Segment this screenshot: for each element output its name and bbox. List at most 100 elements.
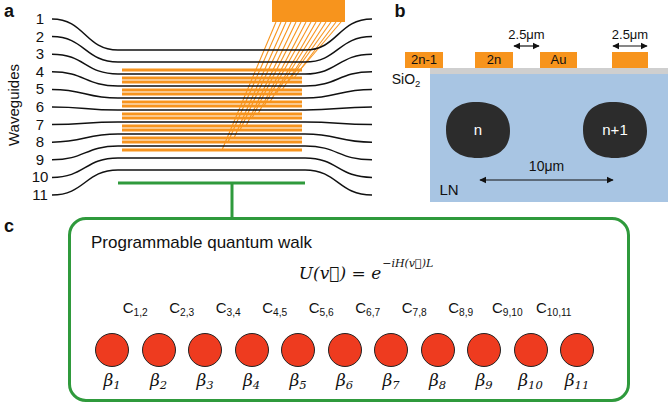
dimension-arrow	[480, 179, 613, 180]
waveguide-site: β8	[421, 333, 455, 367]
panel-letter: b	[395, 2, 406, 22]
site-label: β6	[336, 371, 353, 392]
electrode-stripe	[122, 69, 302, 72]
waveguide-number: 7	[36, 116, 44, 133]
waveguide-label: n+1	[602, 122, 627, 139]
coupling-label: C7,8	[401, 300, 428, 318]
waveguide-site: β6	[328, 333, 362, 367]
electrode-stripe	[122, 149, 302, 152]
dimension-arrow	[514, 45, 539, 46]
waveguide-site: β10	[514, 333, 548, 367]
feed-wire	[240, 22, 291, 130]
coupling-label: C6,7	[354, 300, 381, 318]
axis-label: Waveguides	[6, 64, 23, 146]
waveguide-core	[583, 102, 647, 158]
panel-letter: a	[4, 2, 14, 22]
waveguide	[52, 134, 372, 142]
electrode-label: 2n-1	[411, 53, 437, 67]
lithium-niobate-substrate	[430, 74, 668, 202]
equation: U(v⃗) = e	[299, 264, 382, 283]
feed-wire	[234, 22, 286, 138]
equation-exponent: −iH(v⃗)L	[382, 258, 433, 270]
waveguide-number: 11	[32, 187, 48, 204]
waveguide-site: β1	[95, 333, 129, 367]
panel-letter: c	[4, 217, 14, 237]
electrode-stripe	[122, 141, 302, 144]
coupling-label: C8,9	[447, 300, 474, 318]
electrode-stripe	[122, 125, 302, 128]
waveguide-site: β11	[560, 333, 594, 367]
waveguide-number: 2	[36, 28, 44, 45]
waveguide	[52, 107, 372, 110]
dimension-label: 2.5μm	[508, 28, 544, 42]
waveguide	[52, 72, 372, 86]
waveguide-site: β7	[374, 333, 408, 367]
waveguide-number: 4	[36, 64, 44, 81]
dimension-label: 10μm	[529, 159, 564, 174]
coupling-label: C4,5	[261, 300, 288, 318]
site-label: β8	[429, 371, 446, 392]
waveguide-number: 9	[36, 152, 44, 169]
oxide-layer	[430, 68, 668, 74]
dimension-label: 2.5μm	[612, 28, 648, 42]
cross-section	[405, 46, 668, 202]
contact-pad	[272, 0, 345, 22]
waveguide	[52, 158, 372, 177]
waveguide-number: 6	[36, 99, 44, 116]
dimension-arrow	[613, 45, 647, 46]
electrode-stripe	[122, 117, 302, 120]
electrode-label: Au	[551, 53, 567, 67]
coupling-label: C3,4	[215, 300, 242, 318]
waveguide-site: β4	[235, 333, 269, 367]
waveguide-label: n	[474, 122, 482, 139]
electrode	[612, 52, 648, 68]
site-label: β9	[475, 371, 492, 392]
coupling-label: C5,6	[308, 300, 335, 318]
electrode-stripe	[122, 129, 302, 132]
site-label: β11	[565, 371, 590, 392]
feed-wire	[228, 22, 281, 142]
electrode	[540, 52, 577, 68]
waveguide-site: β5	[281, 333, 315, 367]
waveguide-number: 1	[36, 11, 44, 28]
waveguide-site: β3	[188, 333, 222, 367]
site-label: β10	[518, 371, 543, 392]
waveguide	[52, 89, 372, 98]
electrode-stripe	[122, 113, 302, 116]
electrode-stripe	[122, 89, 302, 92]
waveguide-number: 8	[36, 134, 44, 151]
coupling-label: C1,2	[122, 300, 149, 318]
waveguide-site: β9	[467, 333, 501, 367]
waveguide-number: 3	[36, 46, 44, 63]
bracket-stem	[231, 183, 234, 217]
waveguide-number: 5	[36, 81, 44, 98]
waveguide	[52, 54, 372, 74]
coupling-label: C2,3	[168, 300, 195, 318]
site-label: β5	[289, 371, 306, 392]
electrode	[405, 52, 443, 68]
box-title: Programmable quantum walk	[91, 234, 312, 253]
electrode-stripe	[122, 101, 302, 104]
site-label: β3	[196, 371, 213, 392]
material-label: LN	[439, 182, 458, 199]
electrode-label: 2n	[487, 53, 501, 67]
waveguide	[52, 122, 372, 125]
electrode-stripe	[122, 77, 302, 80]
chip-top-view	[52, 0, 372, 195]
waveguide-number: 10	[32, 169, 49, 186]
waveguide	[52, 37, 372, 62]
electrode-stripe	[122, 105, 302, 108]
coupling-label: C10,11	[535, 300, 573, 318]
waveguide-site: β2	[142, 333, 176, 367]
site-label: β1	[103, 371, 120, 392]
site-label: β4	[243, 371, 260, 392]
bracket-line	[118, 182, 305, 185]
waveguide	[52, 19, 372, 50]
material-label: SiO2	[392, 72, 421, 89]
site-label: β7	[382, 371, 399, 392]
site-label: β2	[150, 371, 167, 392]
waveguide	[52, 170, 372, 195]
electrode	[475, 52, 513, 68]
electrode-stripe	[122, 137, 302, 140]
